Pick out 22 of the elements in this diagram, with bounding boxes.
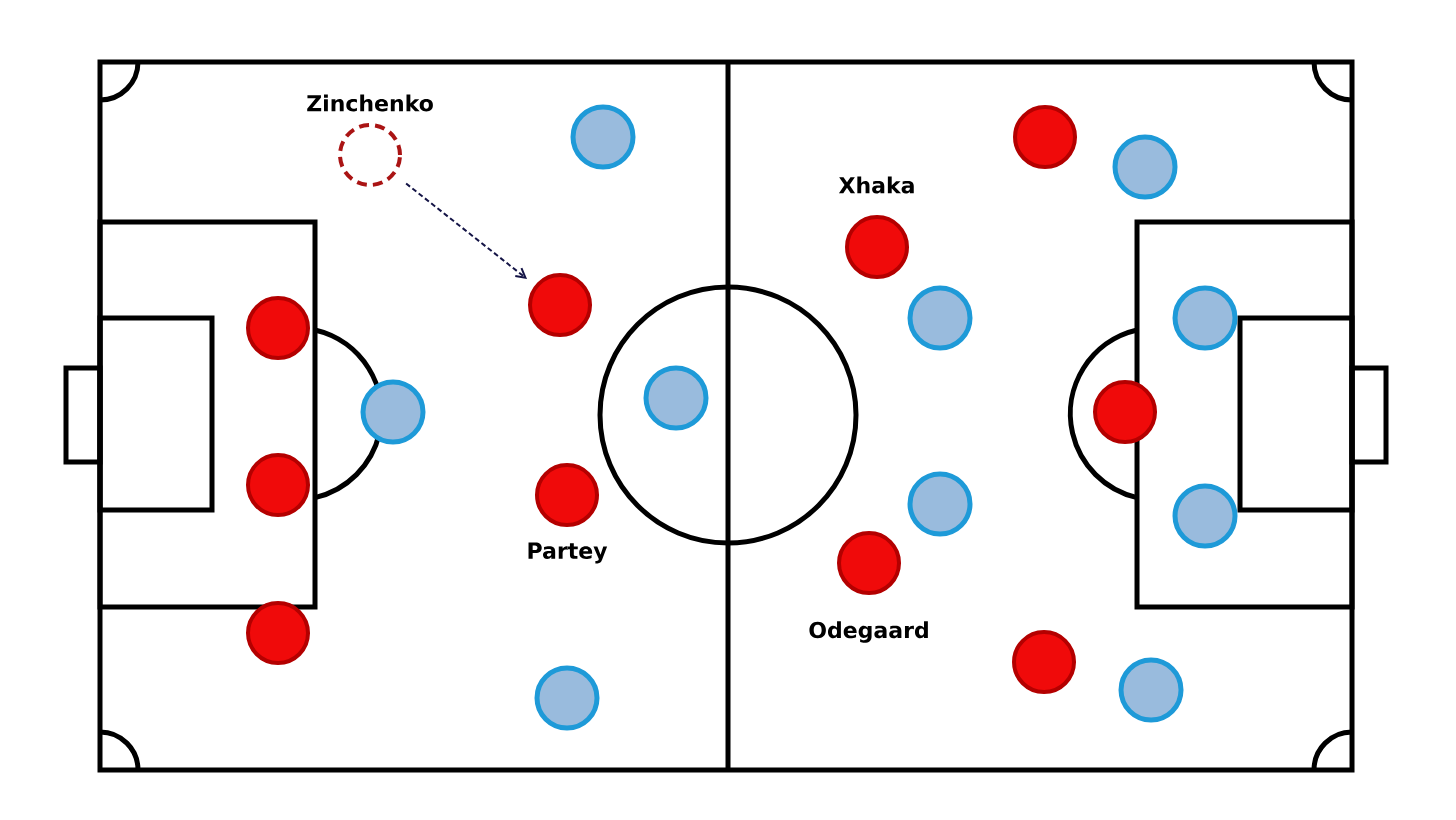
player-marker: [643, 365, 709, 431]
player-marker: [1112, 134, 1178, 200]
player-marker: [1013, 105, 1077, 169]
player-marker: [1172, 483, 1238, 549]
player-marker: [1172, 285, 1238, 351]
player-marker: [246, 296, 310, 360]
player-name: Xhaka: [838, 176, 914, 194]
player-marker: [1093, 380, 1157, 444]
player-name: Partey: [528, 542, 608, 564]
player-marker: [528, 273, 592, 337]
player-marker: [246, 453, 310, 517]
player-marker: [360, 379, 426, 445]
player-marker: [570, 104, 636, 170]
player-marker: [1012, 630, 1076, 694]
player-marker: [907, 471, 973, 537]
player-marker: [907, 285, 973, 351]
arrow: [405, 182, 528, 279]
player-marker: [534, 665, 600, 731]
player-name: Zinchenko: [307, 94, 433, 112]
player-marker: [1118, 657, 1184, 723]
player-name: Odegaard: [809, 621, 928, 643]
player-marker: [246, 601, 310, 665]
